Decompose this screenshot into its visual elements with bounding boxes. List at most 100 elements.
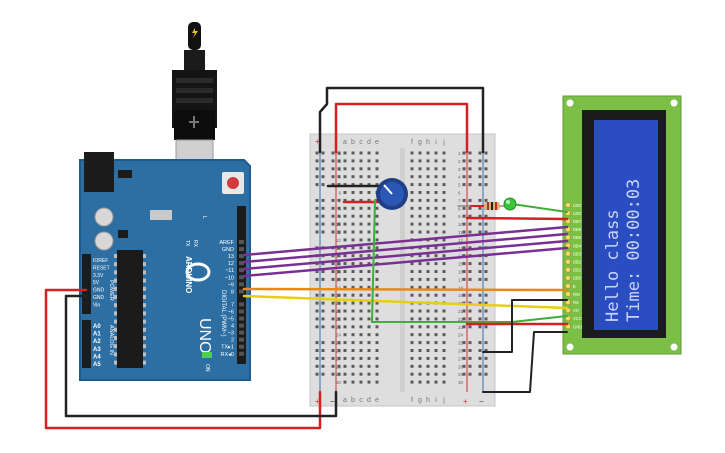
digital-pin-socket xyxy=(239,316,244,321)
breadboard-column-label: e xyxy=(375,397,379,404)
lcd-pin-label: GND xyxy=(573,324,582,329)
power-pin-label: Vin xyxy=(93,302,100,308)
breadboard-row-label: 18 xyxy=(336,285,342,290)
wire-pin10 xyxy=(242,246,569,278)
rail-plus-bottom-left: + xyxy=(315,397,320,406)
lcd-pin-label: VO xyxy=(573,308,580,313)
breadboard-row-label: 7 xyxy=(338,198,341,203)
wire-pin13 xyxy=(242,225,569,257)
breadboard-row-label: 29 xyxy=(458,372,464,377)
power-pin-label: 3.3V xyxy=(93,273,104,279)
breadboard-row-label: 25 xyxy=(336,341,342,346)
lcd-pin-label: LED xyxy=(573,203,581,208)
lcd-pin-label: LED xyxy=(573,211,581,216)
breadboard-row-label: 9 xyxy=(458,214,461,219)
breadboard-row-label: 22 xyxy=(458,317,464,322)
breadboard-row-label: 4 xyxy=(458,175,461,180)
breadboard-row-label: 1 xyxy=(458,151,461,156)
breadboard-row-label: 15 xyxy=(458,262,464,267)
lcd-line-2: Time: 00:00:03 xyxy=(624,179,644,322)
power-pin-label: GND xyxy=(93,288,105,294)
breadboard-row-label: 6 xyxy=(338,191,341,196)
lcd-pin-label: RS xyxy=(573,300,579,305)
rail-plus-top-left: + xyxy=(315,137,320,146)
breadboard-row-label: 9 xyxy=(338,214,341,219)
tx-label: TX xyxy=(184,240,190,247)
wire-lcd-backlight-vcc xyxy=(465,216,569,221)
breadboard-row-label: 26 xyxy=(336,349,342,354)
breadboard-row-label: 21 xyxy=(458,309,464,314)
power-label: POWER xyxy=(108,280,114,301)
lcd-pin-label: E xyxy=(573,284,576,289)
breadboard-row-label: 17 xyxy=(336,277,342,282)
breadboard-row-label: 27 xyxy=(336,356,342,361)
wire-gnd-top-loop xyxy=(318,86,485,154)
breadboard-row-label: 1 xyxy=(338,151,341,156)
digital-pin-label: ~9 xyxy=(228,282,234,288)
breadboard-row-label: 27 xyxy=(458,356,464,361)
breadboard-row-label: 3 xyxy=(458,167,461,172)
power-pin-label: 5V xyxy=(93,280,100,286)
digital-pin-label: ~10 xyxy=(225,275,234,281)
breadboard-row-label: 18 xyxy=(458,285,464,290)
lcd-pin xyxy=(565,283,571,289)
power-pin-label: RESET xyxy=(93,265,110,271)
lightning-icon xyxy=(192,28,198,38)
wire-pin11 xyxy=(242,239,569,271)
lcd-pin-label: DB4 xyxy=(573,243,582,248)
arduino-model: UNO xyxy=(196,318,213,354)
breadboard-row-label: 16 xyxy=(458,270,464,275)
lcd-pin xyxy=(565,250,571,257)
breadboard-column-label: f xyxy=(411,397,413,404)
digital-pin-label: 4 xyxy=(231,324,234,330)
breadboard-row-label: 23 xyxy=(336,325,342,330)
breadboard-row-label: 8 xyxy=(458,206,461,211)
resistor xyxy=(484,202,506,210)
wire-gnd-to-rail xyxy=(64,294,338,418)
wire-lcd-rw-gnd xyxy=(482,299,568,353)
power-pin-label: GND xyxy=(93,295,105,301)
digital-pin-label: GND xyxy=(222,247,234,253)
digital-pin-label: ~3 xyxy=(228,331,234,337)
lcd-16x2-module: Hello class Time: 00:00:03 LEDLEDDB7DB6D… xyxy=(562,95,682,355)
breadboard-row-label: 19 xyxy=(336,293,342,298)
breadboard-row-label: 10 xyxy=(336,222,342,227)
breadboard-row-label: 14 xyxy=(336,254,342,259)
breadboard-row-label: 11 xyxy=(458,230,463,235)
digital-label: DIGITAL (PWM~) xyxy=(220,290,226,337)
breadboard-column-label: i xyxy=(435,397,437,404)
arduino-logo-icon xyxy=(185,262,211,282)
rx-label: RX xyxy=(192,240,198,248)
rail-minus-bottom-left: − xyxy=(330,397,335,406)
digital-pin-socket xyxy=(239,247,244,252)
analog-pin-label: A4 xyxy=(93,354,101,360)
breadboard-row-label: 28 xyxy=(458,364,464,369)
breadboard-row-label: 12 xyxy=(336,238,342,243)
lcd-pin-label: DB0 xyxy=(573,276,582,281)
breadboard-row-label: 22 xyxy=(336,317,342,322)
breadboard-row-label: 15 xyxy=(336,262,342,267)
breadboard-row-label: 11 xyxy=(336,230,341,235)
digital-pin-label: ~6 xyxy=(228,309,234,315)
breadboard-column-label: b xyxy=(351,397,355,404)
on-label: ON xyxy=(204,364,210,372)
analog-pin-label: A2 xyxy=(93,339,101,345)
wire-vcc-top-loop xyxy=(334,102,469,154)
breadboard-column-label: e xyxy=(375,139,379,146)
breadboard-column-label: j xyxy=(442,397,445,404)
breadboard-row-label: 3 xyxy=(338,167,341,172)
breadboard-row-label: 30 xyxy=(458,380,464,385)
breadboard-row-label: 2 xyxy=(338,159,341,164)
arduino-uno-board: ARDUINO UNO DIGITAL (PWM~) POWER ANALOG … xyxy=(79,152,251,381)
digital-pin-socket xyxy=(239,254,244,259)
breadboard-row-label: 30 xyxy=(336,380,342,385)
breadboard-row-label: 20 xyxy=(336,301,342,306)
potentiometer xyxy=(376,178,408,210)
breadboard-column-label: j xyxy=(442,139,445,146)
breadboard-column-label: a xyxy=(343,139,347,146)
breadboard-column-label: a xyxy=(343,397,347,404)
breadboard-row-label: 12 xyxy=(458,238,464,243)
breadboard-column-label: f xyxy=(411,139,413,146)
digital-pin-socket xyxy=(239,323,244,328)
